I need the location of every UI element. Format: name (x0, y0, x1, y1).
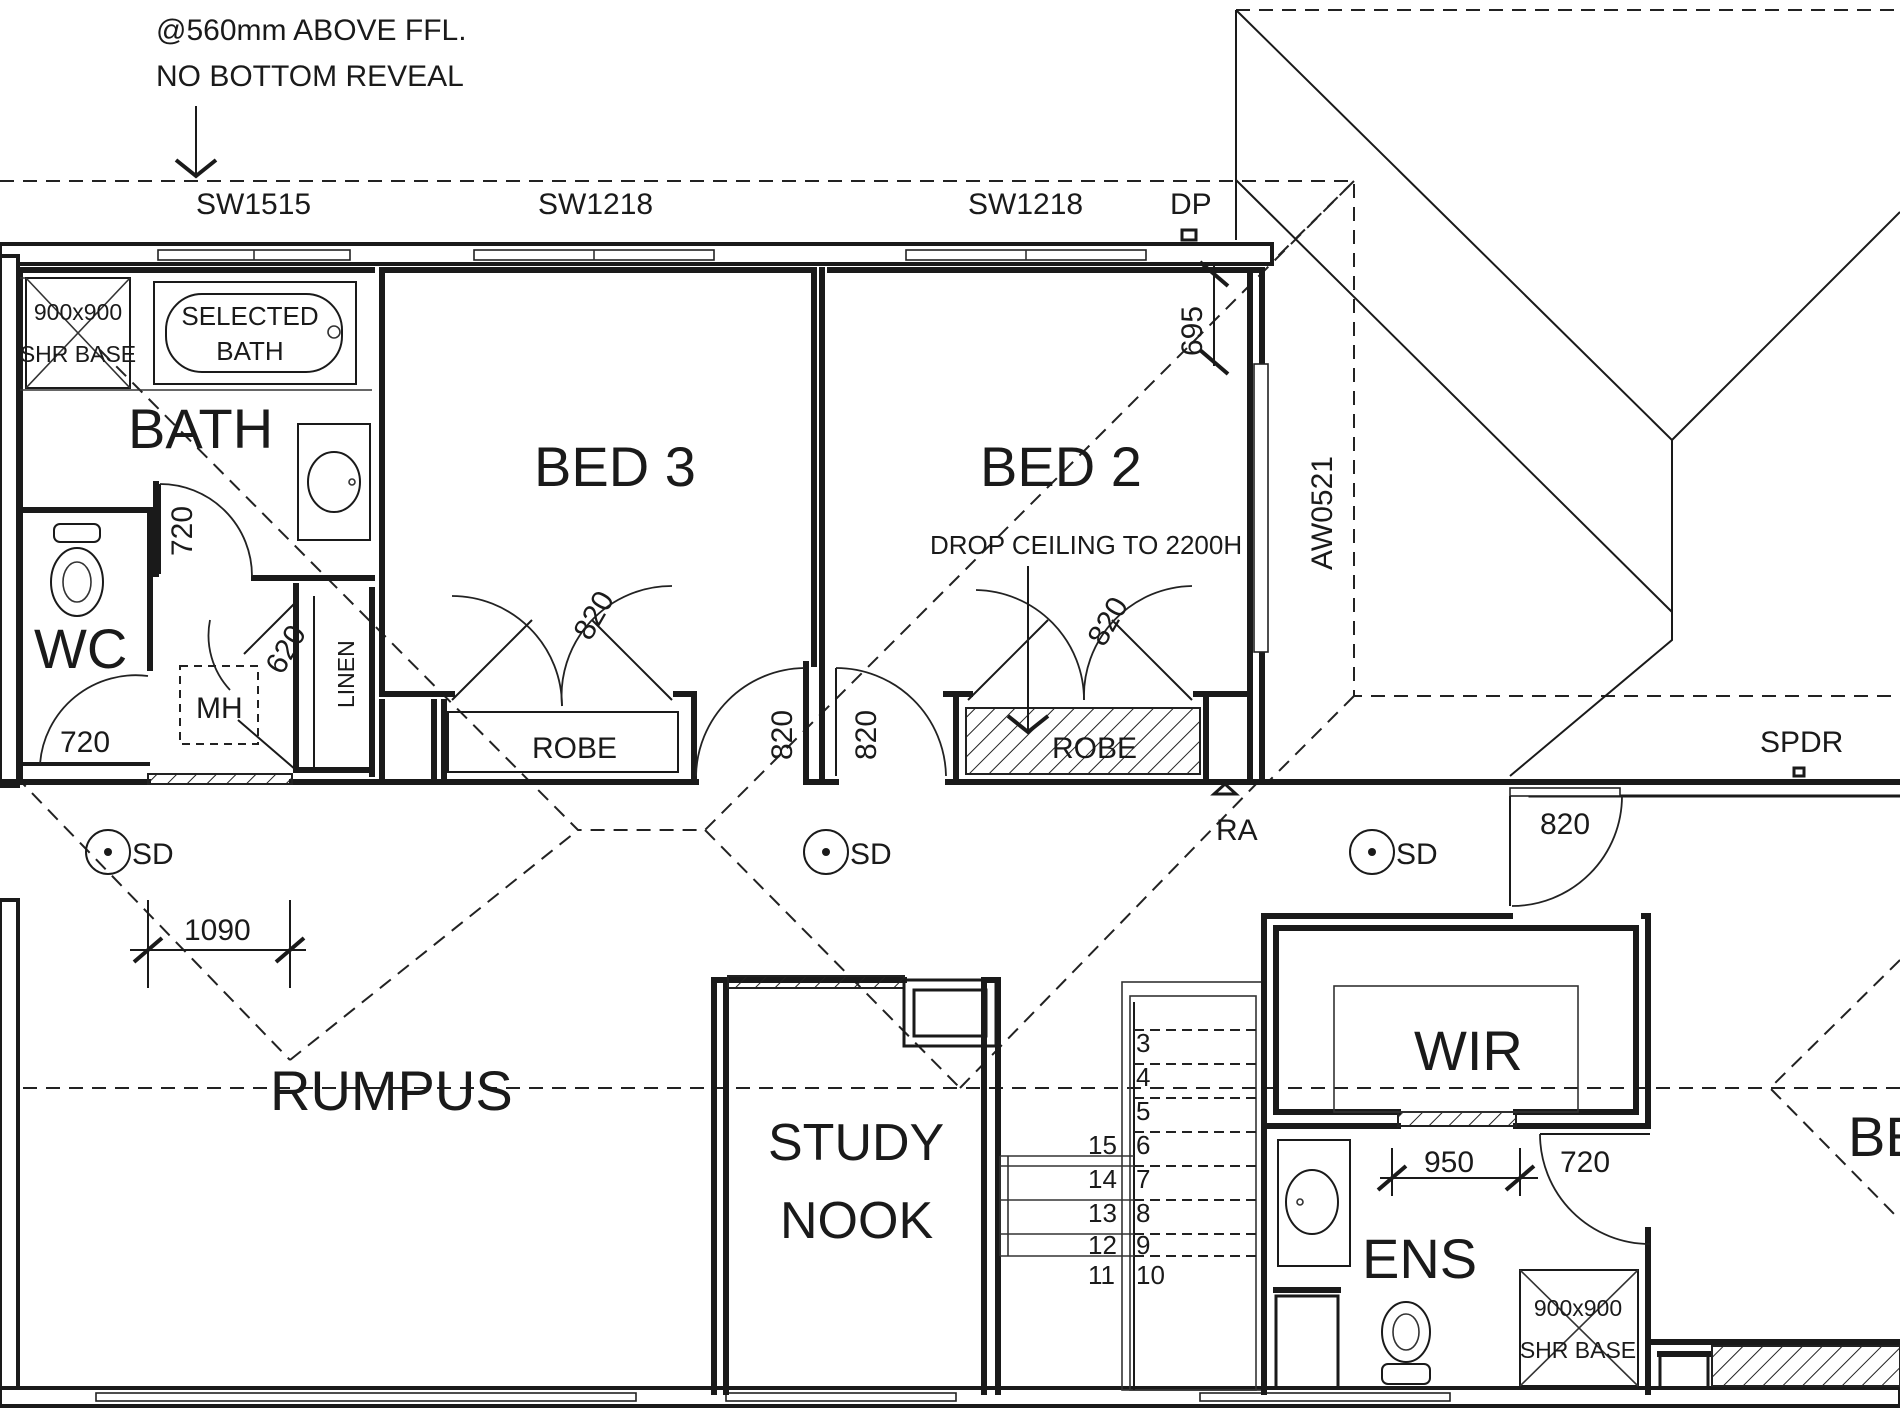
window-label-aw0521: AW0521 (1306, 456, 1339, 570)
window-label-spdr: SPDR (1760, 726, 1843, 759)
stair-number: 13 (1088, 1198, 1117, 1228)
shower-base-bath-size: 900x900 (34, 299, 122, 325)
note-line-2: NO BOTTOM REVEAL (156, 60, 464, 93)
dim-695: 695 (1176, 306, 1209, 356)
linen-cupboard: LINEN (313, 596, 359, 770)
dim-720-ens: 720 (1560, 1146, 1610, 1179)
top-external-wall (0, 242, 1274, 266)
stair-number: 8 (1136, 1198, 1150, 1228)
ra-label: RA (1216, 814, 1258, 847)
shower-base-ens-label: SHR BASE (1520, 1337, 1636, 1363)
spdr-marker (1792, 766, 1806, 778)
bed2-robe: ROBE (965, 585, 1201, 775)
room-study-line-2: NOOK (780, 1192, 933, 1250)
stair-number: 9 (1136, 1230, 1150, 1260)
wir-walls (1261, 913, 1651, 1395)
room-wc: WC (34, 617, 127, 680)
stair-number: 7 (1136, 1164, 1150, 1194)
stairs: 3 4 5 6 7 8 9 10 11 12 13 14 15 (999, 981, 1263, 1391)
dim-950-line (1376, 1148, 1538, 1196)
bottom-external-wall (0, 1386, 1900, 1408)
wir-door (1509, 795, 1623, 907)
dim-720-wc: 720 (60, 726, 110, 759)
linen-door (207, 603, 297, 771)
stair-number: 5 (1136, 1096, 1150, 1126)
note-line-1: @560mm ABOVE FFL. (156, 14, 467, 47)
downpipe-label: DP (1170, 188, 1212, 221)
stair-number: 12 (1088, 1230, 1117, 1260)
room-rumpus: RUMPUS (270, 1059, 513, 1122)
bed3-door (695, 667, 805, 777)
dim-620: 620 (259, 620, 313, 680)
bed3-walls (379, 267, 825, 785)
corridor-wall (0, 773, 1900, 798)
shower-base-ens: 900x900 SHR BASE (1519, 1269, 1639, 1387)
smoke-detector-3-label: SD (1396, 838, 1438, 871)
bed3-robe: ROBE (447, 585, 679, 773)
stair-number: 6 (1136, 1130, 1150, 1160)
bed3-robe-label: ROBE (532, 732, 617, 765)
wc-toilet (50, 523, 104, 617)
ens-walls (1273, 1227, 1900, 1395)
bed2-robe-label: ROBE (1052, 732, 1137, 765)
ens-basin (1277, 1139, 1351, 1267)
drop-ceiling-note: DROP CEILING TO 2200H (930, 530, 1242, 560)
window-label-sw1218-b: SW1218 (968, 188, 1083, 221)
room-bath: BATH (128, 397, 273, 460)
window-label-sw1515: SW1515 (196, 188, 311, 221)
dim-820-door-r: 820 (850, 710, 883, 760)
note-arrow (174, 106, 218, 179)
drop-ceiling-arrow (1006, 566, 1050, 735)
dim-820-bed2: 820 (1081, 592, 1135, 652)
manhole (179, 665, 259, 745)
stair-number: 4 (1136, 1062, 1150, 1092)
shower-base-bath: 900x900 SHR BASE (20, 277, 136, 389)
smoke-detector-1 (85, 829, 131, 875)
manhole-label: MH (196, 692, 243, 725)
bath-basin (297, 423, 371, 541)
smoke-detector-2 (803, 829, 849, 875)
bath-tub-label-2: BATH (216, 336, 283, 366)
ens-door (1539, 1133, 1651, 1245)
downpipe-marker (1180, 228, 1198, 242)
stair-number: 11 (1088, 1260, 1115, 1290)
bath-tub: SELECTED BATH (153, 281, 357, 385)
smoke-detector-1-label: SD (132, 838, 174, 871)
room-wir: WIR (1414, 1019, 1523, 1082)
room-ens: ENS (1362, 1227, 1477, 1290)
shower-base-ens-size: 900x900 (1534, 1295, 1622, 1321)
stair-number: 3 (1136, 1028, 1150, 1058)
wc-door (38, 674, 149, 765)
bed2-walls (827, 267, 1269, 785)
stair-number: 15 (1088, 1130, 1117, 1160)
room-bed3: BED 3 (534, 435, 696, 498)
ens-toilet (1381, 1301, 1431, 1385)
dim-695-line (1198, 260, 1230, 376)
dim-1090-line (130, 900, 306, 988)
dim-720-bath: 720 (166, 506, 199, 556)
dim-950: 950 (1424, 1146, 1474, 1179)
dim-820-bed3: 820 (567, 586, 621, 646)
bath-door (159, 483, 253, 577)
stair-number: 14 (1088, 1164, 1117, 1194)
bed2-door (835, 667, 947, 777)
stair-number: 10 (1136, 1260, 1165, 1290)
window-label-sw1218-a: SW1218 (538, 188, 653, 221)
bath-tub-label-1: SELECTED (181, 301, 318, 331)
dim-820-door-l: 820 (766, 710, 799, 760)
room-study-line-1: STUDY (768, 1114, 944, 1172)
room-bed-partial: BE (1848, 1105, 1900, 1168)
room-bed2: BED 2 (980, 435, 1142, 498)
roof-lines (1235, 9, 1900, 777)
ra-marker (1210, 781, 1240, 796)
study-nook-walls (711, 975, 1001, 1395)
linen-label: LINEN (333, 640, 359, 708)
smoke-detector-2-label: SD (850, 838, 892, 871)
smoke-detector-3 (1349, 829, 1395, 875)
shower-base-bath-label: SHR BASE (20, 341, 136, 367)
left-external-wall (0, 254, 20, 1402)
dim-1090: 1090 (184, 914, 251, 947)
dim-820-wir: 820 (1540, 808, 1590, 841)
